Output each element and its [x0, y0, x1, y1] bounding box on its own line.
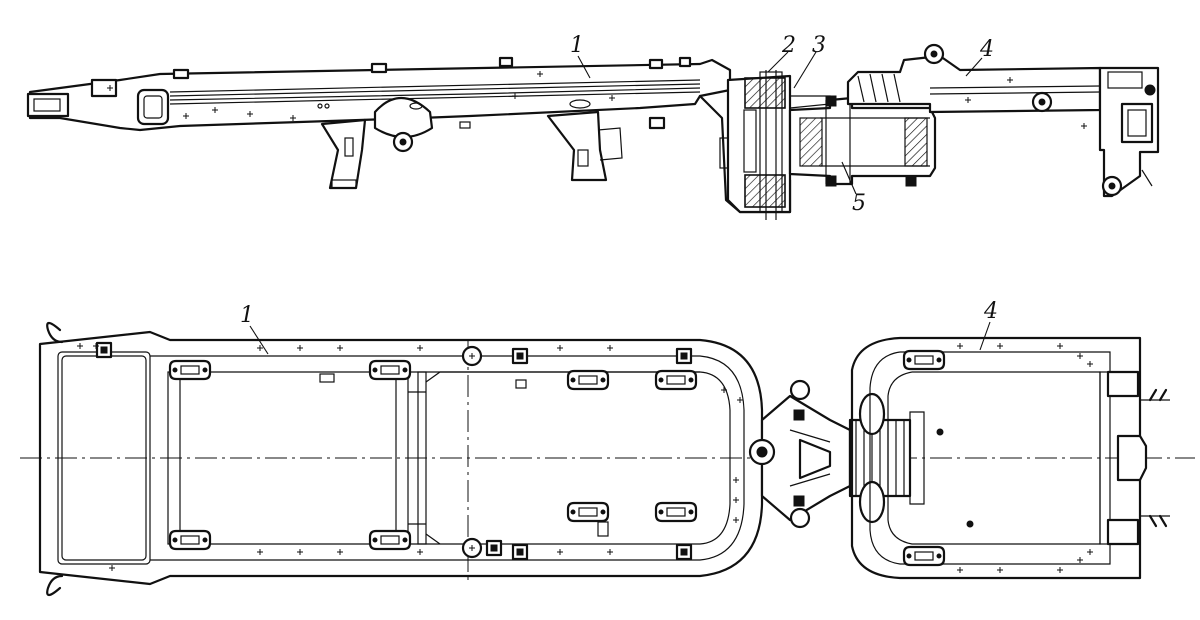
label-side-2: 2	[781, 33, 796, 58]
side-leader-1	[577, 55, 591, 79]
label-plan-4: 4	[983, 299, 998, 324]
spring-pad-icon	[654, 369, 698, 391]
spring-pad-icon	[654, 501, 698, 523]
side-tube-5	[788, 95, 937, 187]
side-hitch-body	[698, 70, 831, 220]
side-front-frame	[26, 56, 732, 190]
label-plan-1: 1	[240, 303, 254, 328]
rear-top-hook-icon	[1148, 388, 1168, 402]
label-side-4: 4	[979, 37, 994, 62]
spring-pad-icon	[566, 501, 610, 523]
plan-view: 1 4	[20, 299, 1195, 597]
plan-front-frame	[38, 321, 764, 597]
rear-bottom-hook-icon	[1148, 514, 1168, 528]
label-side-1: 1	[570, 33, 584, 58]
side-leader-5	[841, 161, 857, 195]
spring-pad-icon	[368, 529, 412, 551]
plan-leader-1	[249, 325, 269, 355]
spring-pad-icon	[902, 349, 946, 371]
label-side-5: 5	[852, 191, 866, 216]
side-rear-frame	[846, 43, 1160, 198]
plan-articulation-hitch	[748, 379, 925, 529]
front-left-hook-icon	[46, 321, 64, 344]
front-right-hook-icon	[46, 574, 64, 597]
side-view: 1 2 3 4 5	[26, 33, 1160, 220]
spring-pad-icon	[566, 369, 610, 391]
side-leader-2	[767, 51, 789, 73]
label-side-3: 3	[812, 33, 826, 58]
plan-leader-4	[979, 321, 991, 351]
side-leader-4	[965, 57, 983, 77]
spring-pad-icon	[168, 529, 212, 551]
spring-pad-icon	[368, 359, 412, 381]
spring-pad-icon	[168, 359, 212, 381]
plan-rear-frame	[850, 336, 1170, 580]
spring-pad-icon	[902, 545, 946, 567]
side-leader-3	[793, 51, 817, 89]
